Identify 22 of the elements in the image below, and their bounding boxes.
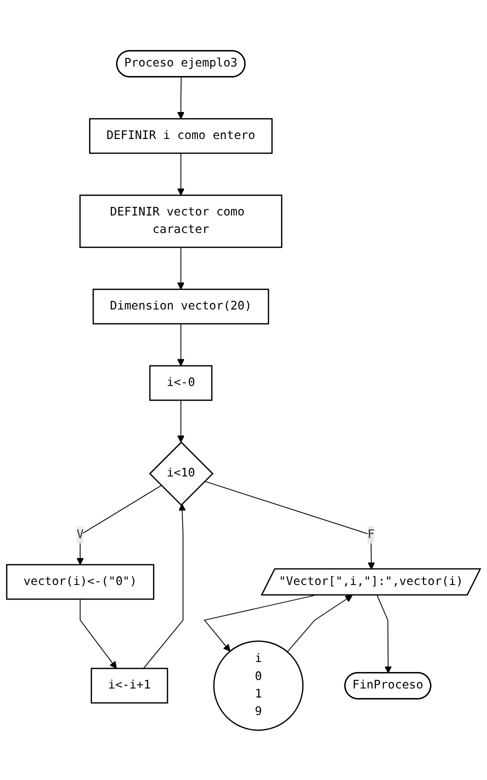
arrow xyxy=(80,598,117,668)
arrow xyxy=(177,76,185,119)
arrow xyxy=(204,480,376,570)
arrow xyxy=(286,594,353,652)
node-box: Dimension vector(20) xyxy=(92,288,270,324)
node-box: i<-0 xyxy=(149,364,212,400)
edge-label: V xyxy=(76,527,84,541)
node-circle: i 0 1 9 xyxy=(213,640,304,730)
arrow xyxy=(177,152,185,196)
edge-label: F xyxy=(367,527,375,541)
node-box: DEFINIR vector como caracter xyxy=(79,194,282,248)
node-box: vector(i)<-("0") xyxy=(6,564,154,600)
node-diamond: i<10 xyxy=(149,440,214,506)
arrow xyxy=(177,399,185,442)
arrow xyxy=(376,594,392,673)
arrow xyxy=(143,503,186,668)
arrow xyxy=(76,484,162,565)
arrow xyxy=(177,246,185,290)
node-box: DEFINIR i como entero xyxy=(89,118,273,154)
arrow xyxy=(204,594,316,652)
arrow xyxy=(177,322,185,366)
node-box: i<-i+1 xyxy=(90,667,168,704)
